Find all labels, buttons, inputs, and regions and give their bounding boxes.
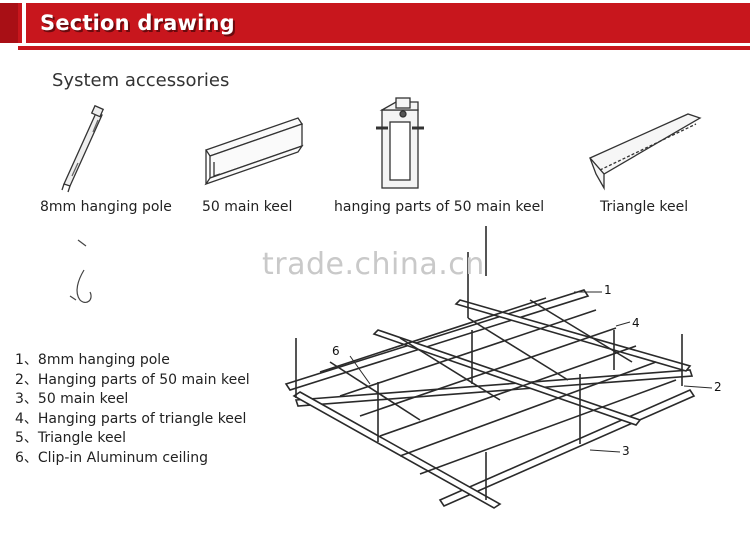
accessory-label-main-keel: 50 main keel: [202, 199, 293, 215]
callout-3: 3: [622, 444, 630, 458]
hanging-pole-icon: [61, 104, 105, 193]
ceiling-grid: [284, 226, 713, 509]
main-keel-icon: [204, 117, 304, 186]
hanging-bracket-icon: [376, 97, 424, 189]
section-banner: Section drawing: [0, 0, 750, 52]
accessory-label-triangle-keel: Triangle keel: [600, 199, 689, 215]
legend-item: 3、50 main keel: [15, 391, 129, 408]
banner-red-bar: [0, 3, 750, 43]
banner-underline: [18, 46, 750, 50]
banner-divider: [22, 3, 26, 43]
accessory-label-hanging-pole: 8mm hanging pole: [40, 199, 172, 215]
banner-title: Section drawing: [40, 11, 235, 35]
legend-item: 6、Clip-in Aluminum ceiling: [15, 449, 209, 466]
triangle-keel-icon: [588, 113, 702, 191]
watermark: trade.china.cn: [262, 247, 485, 282]
callout-1: 1: [604, 283, 612, 297]
banner-left-block: [0, 3, 18, 43]
legend-item: 2、Hanging parts of 50 main keel: [15, 371, 250, 388]
legend-item: 5、Triangle keel: [15, 430, 127, 447]
hook-sketch-icon: [69, 239, 92, 304]
accessory-label-hanging-parts: hanging parts of 50 main keel: [334, 199, 545, 215]
legend-item: 1、8mm hanging pole: [15, 352, 170, 368]
section-subtitle: System accessories: [52, 70, 230, 91]
callout-6: 6: [332, 344, 340, 358]
legend-list: 1、8mm hanging pole 2、Hanging parts of 50…: [15, 351, 250, 469]
legend-item: 4、Hanging parts of triangle keel: [15, 410, 247, 427]
callout-2: 2: [714, 380, 722, 394]
callout-4: 4: [632, 316, 640, 330]
